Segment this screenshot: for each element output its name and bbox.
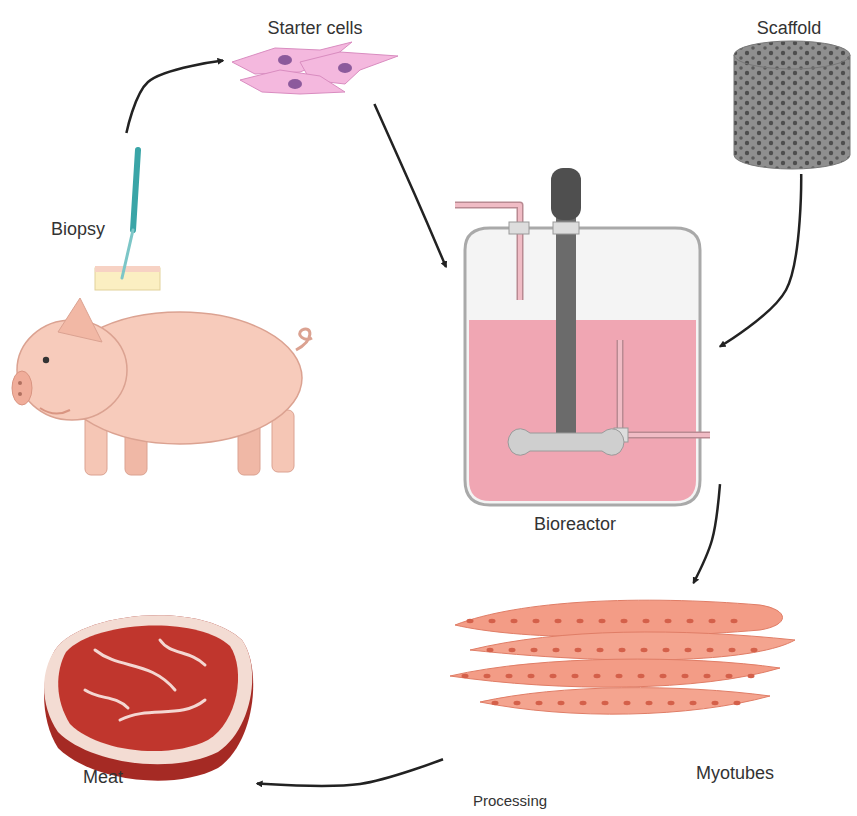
nucleus: [462, 674, 469, 678]
nucleus: [687, 619, 694, 623]
nucleus: [487, 648, 494, 652]
nucleus: [509, 648, 516, 652]
nucleus: [707, 648, 714, 652]
nucleus: [665, 619, 672, 623]
nucleus: [506, 674, 513, 678]
illustrated-step: Meat: [40, 605, 255, 793]
nucleus: [712, 701, 719, 705]
nucleus: [575, 648, 582, 652]
scaffold: [734, 41, 850, 169]
nucleus: [646, 701, 653, 705]
nucleus: [555, 619, 562, 623]
nucleus: [558, 701, 565, 705]
step-label: Meat: [83, 767, 123, 789]
nucleus: [553, 648, 560, 652]
nucleus: [748, 674, 755, 678]
edge-label: Processing: [470, 792, 550, 810]
nucleus: [616, 674, 623, 678]
nucleus: [528, 674, 535, 678]
nucleus: [599, 619, 606, 623]
nucleus: [597, 648, 604, 652]
nucleus: [550, 674, 557, 678]
nucleus: [594, 674, 601, 678]
nucleus: [492, 701, 499, 705]
starter-cells: [232, 42, 398, 94]
nucleus: [641, 648, 648, 652]
nucleus: [572, 674, 579, 678]
nucleus: [624, 701, 631, 705]
pig: [12, 298, 312, 475]
nucleus: [531, 648, 538, 652]
myotubes: [450, 600, 795, 714]
nucleus: [580, 701, 587, 705]
nucleus: [668, 701, 675, 705]
nucleus: [533, 619, 540, 623]
nucleus: [682, 674, 689, 678]
nucleus: [709, 619, 716, 623]
nucleus: [690, 701, 697, 705]
bioreactor: [455, 168, 710, 505]
nucleus: [734, 701, 741, 705]
illustrated-step: Scaffold: [725, 10, 852, 172]
step-label: Biopsy: [51, 219, 105, 241]
nucleus: [514, 701, 521, 705]
illustrated-step: Myotubes: [445, 585, 800, 790]
nucleus: [660, 674, 667, 678]
nucleus: [484, 674, 491, 678]
nucleus: [663, 648, 670, 652]
illustrated-step: Bioreactor: [448, 180, 718, 542]
nucleus: [726, 674, 733, 678]
flow-arrow: [720, 174, 801, 347]
step-label: Scaffold: [757, 18, 822, 40]
step-label: Starter cells: [267, 18, 362, 40]
nucleus: [638, 674, 645, 678]
flow-arrow: [694, 484, 721, 583]
illustrated-step: Biopsy: [38, 135, 168, 295]
nucleus: [685, 648, 692, 652]
nucleus: [467, 619, 474, 623]
nucleus: [577, 619, 584, 623]
meat: [44, 615, 253, 780]
nucleus: [511, 619, 518, 623]
nucleus: [621, 619, 628, 623]
flow-arrow: [126, 61, 223, 133]
nucleus: [643, 619, 650, 623]
flow-arrow: [257, 759, 443, 786]
flow-arrow: [374, 104, 446, 267]
nucleus: [704, 674, 711, 678]
nucleus: [489, 619, 496, 623]
nucleus: [751, 648, 758, 652]
nucleus: [729, 648, 736, 652]
illustrated-step: Starter cells: [225, 10, 405, 102]
nucleus: [602, 701, 609, 705]
nucleus: [536, 701, 543, 705]
nucleus: [619, 648, 626, 652]
step-label: Myotubes: [696, 763, 774, 785]
nucleus: [731, 619, 738, 623]
step-label: Bioreactor: [534, 514, 616, 536]
